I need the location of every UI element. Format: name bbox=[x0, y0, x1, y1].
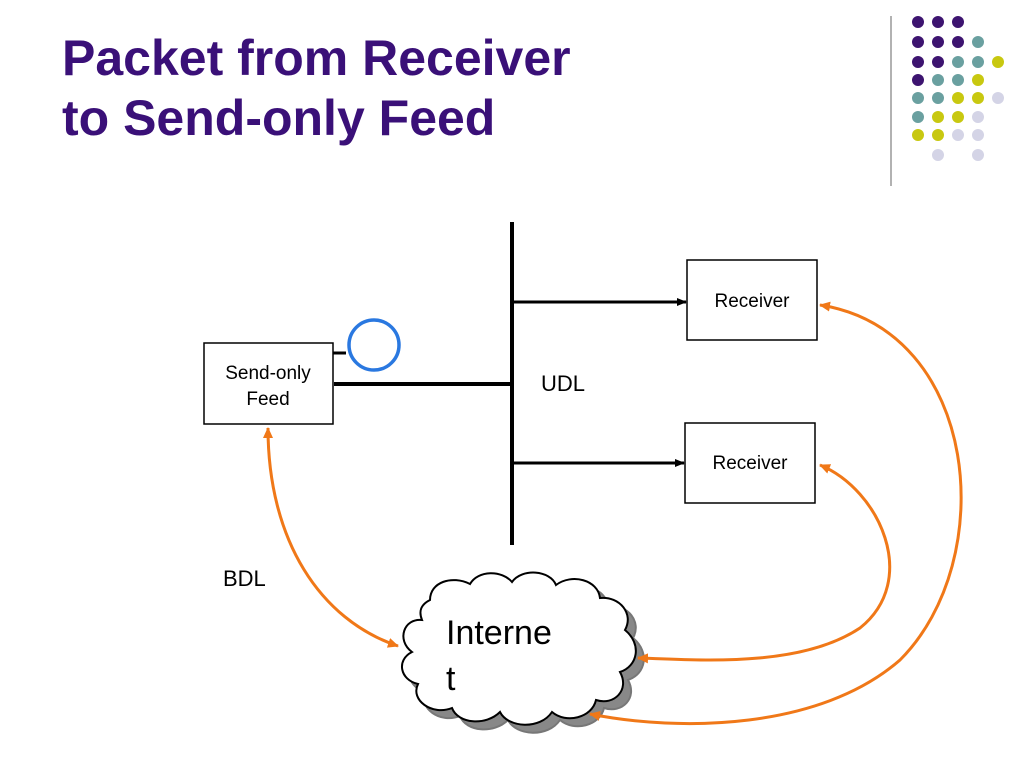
send-only-feed-label-line-2: Feed bbox=[246, 389, 289, 410]
slide-title: Packet from Receiver to Send-only Feed bbox=[62, 28, 571, 148]
bdl-feed-internet-arrow bbox=[263, 427, 399, 648]
slide-title-line-1: Packet from Receiver bbox=[62, 30, 571, 86]
udl-label: UDL bbox=[541, 371, 585, 396]
receiver-bottom-label: Receiver bbox=[713, 453, 789, 474]
slide-title-line-2: to Send-only Feed bbox=[62, 90, 496, 146]
internet-cloud-icon bbox=[401, 571, 645, 734]
packet-marker-icon bbox=[347, 318, 401, 372]
bdl-label: BDL bbox=[223, 566, 266, 591]
receiver-top-label: Receiver bbox=[715, 291, 791, 312]
dot-grid-decoration bbox=[912, 16, 1004, 161]
internet-label-line-2: t bbox=[446, 660, 456, 698]
internet-label-line-1: Interne bbox=[446, 614, 552, 652]
bdl-receiver-top-internet-arrow bbox=[589, 301, 963, 726]
send-only-feed-label-line-1: Send-only bbox=[225, 363, 311, 384]
send-only-feed-box bbox=[203, 342, 334, 425]
